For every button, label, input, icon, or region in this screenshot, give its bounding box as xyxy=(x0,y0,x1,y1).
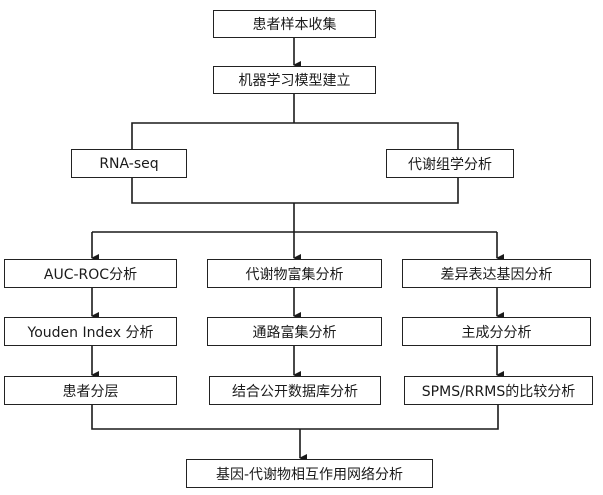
node-differential-expression: 差异表达基因分析 xyxy=(402,259,591,288)
node-gene-metabolite-network: 基因-代谢物相互作用网络分析 xyxy=(186,459,433,488)
node-auc-roc: AUC-ROC分析 xyxy=(4,259,177,288)
node-public-database: 结合公开数据库分析 xyxy=(209,376,381,405)
node-rna-seq: RNA-seq xyxy=(71,149,187,178)
node-sample-collection: 患者样本收集 xyxy=(213,10,376,38)
node-pca: 主成分分析 xyxy=(402,317,591,346)
bracket-bottom xyxy=(131,177,459,204)
node-metabolite-enrichment: 代谢物富集分析 xyxy=(207,259,382,288)
bracket-top xyxy=(131,122,459,149)
node-pathway-enrichment: 通路富集分析 xyxy=(207,317,382,346)
node-youden: Youden Index 分析 xyxy=(4,317,177,346)
bracket-final xyxy=(91,404,499,430)
node-stratification: 患者分层 xyxy=(4,376,177,405)
node-ml-model: 机器学习模型建立 xyxy=(213,66,376,94)
node-spms-rrms: SPMS/RRMS的比较分析 xyxy=(404,376,593,405)
node-metabolomics: 代谢组学分析 xyxy=(386,149,514,178)
